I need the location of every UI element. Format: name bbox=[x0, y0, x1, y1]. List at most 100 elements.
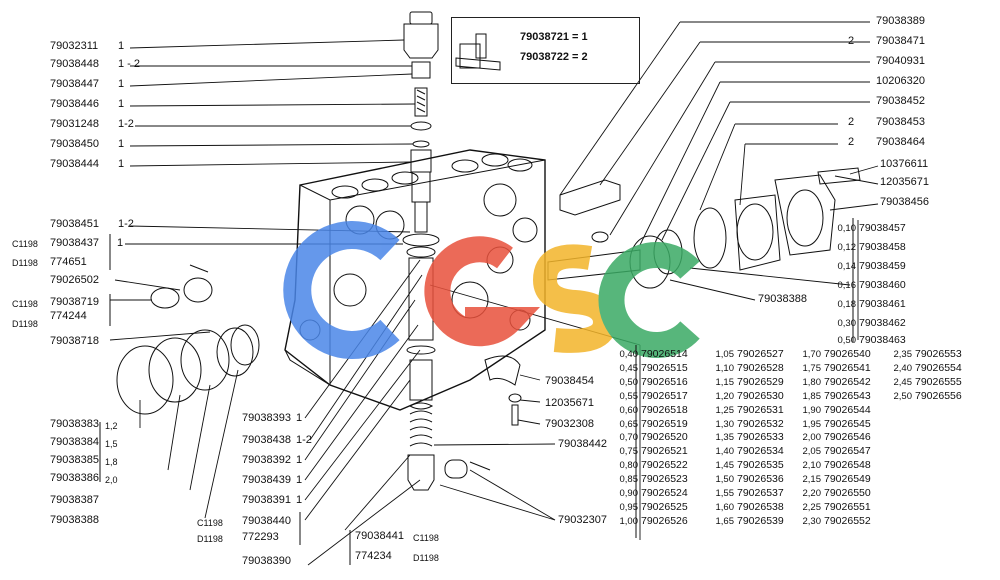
part-code[interactable]: 774234 bbox=[355, 550, 392, 562]
part-code[interactable]: 79038391 bbox=[242, 494, 291, 506]
part-code[interactable]: 79040931 bbox=[876, 55, 925, 67]
part-code[interactable]: 79038387 bbox=[50, 494, 99, 506]
part-code[interactable]: 79038471 bbox=[876, 35, 925, 47]
part-code[interactable]: 79038453 bbox=[876, 116, 925, 128]
part-code[interactable]: 79026502 bbox=[50, 274, 99, 286]
part-code[interactable]: 79038389 bbox=[876, 15, 925, 27]
part-code[interactable]: 79038385 bbox=[50, 454, 99, 466]
part-code[interactable]: 79038441 bbox=[355, 530, 404, 542]
part-code[interactable]: 79038383 bbox=[50, 418, 99, 430]
part-code[interactable]: 10206320 bbox=[876, 75, 925, 87]
part-code[interactable]: 79038438 bbox=[242, 434, 291, 446]
part-code[interactable]: 79032307 bbox=[558, 514, 607, 526]
part-code[interactable]: 774651 bbox=[50, 256, 87, 268]
part-code[interactable]: 79038390 bbox=[242, 555, 291, 567]
part-code[interactable]: 79038437 bbox=[50, 237, 99, 249]
part-code[interactable]: 774244 bbox=[50, 310, 87, 322]
part-code[interactable]: 79038386 bbox=[50, 472, 99, 484]
part-code[interactable]: 79038719 bbox=[50, 296, 99, 308]
part-code[interactable]: 79038454 bbox=[545, 375, 594, 387]
part-code[interactable]: 79038439 bbox=[242, 474, 291, 486]
part-code[interactable]: 79038384 bbox=[50, 436, 99, 448]
row-size: 1,25 bbox=[715, 404, 735, 416]
part-code[interactable]: 12035671 bbox=[545, 397, 594, 409]
part-code[interactable]: 79032308 bbox=[545, 418, 594, 430]
part-code[interactable]: 772293 bbox=[242, 531, 279, 543]
part-code[interactable]: 79038456 bbox=[880, 196, 929, 208]
row-code: 79026555 bbox=[915, 375, 962, 388]
row-code: 79026543 bbox=[824, 389, 871, 402]
part-code[interactable]: 10376611 bbox=[880, 158, 929, 170]
part-code[interactable]: 79038464 bbox=[876, 136, 925, 148]
part-code[interactable]: 79038718 bbox=[50, 335, 99, 347]
part-code[interactable]: 79038442 bbox=[558, 438, 607, 450]
row-code: 79026526 bbox=[641, 514, 688, 527]
part-code[interactable]: 12035671 bbox=[880, 176, 929, 188]
part-code[interactable]: 79038452 bbox=[876, 95, 925, 107]
part-code[interactable]: 79038440 bbox=[242, 515, 291, 527]
part-code[interactable]: 79038393 bbox=[242, 412, 291, 424]
part-code[interactable]: 79038388 bbox=[50, 514, 99, 526]
part-code[interactable]: 79038388 bbox=[758, 293, 807, 305]
part-code[interactable]: 79038392 bbox=[242, 454, 291, 466]
